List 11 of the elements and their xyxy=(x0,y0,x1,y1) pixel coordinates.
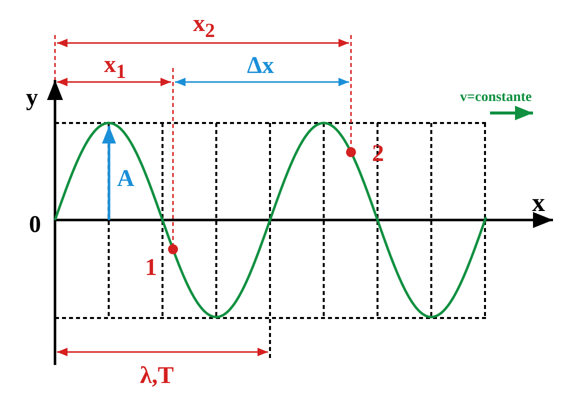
velocity-label: v=constante xyxy=(460,91,532,105)
axis-label: x xyxy=(532,190,545,216)
origin-label: 0 xyxy=(29,213,41,237)
dimension-label: x$_{1}$ xyxy=(104,53,126,82)
point-label: 2 xyxy=(372,142,384,166)
dimension-label: Δx xyxy=(247,54,274,78)
dimension-label: x$_{2}$ xyxy=(193,12,215,41)
amplitude-label: A xyxy=(117,167,134,191)
dimension-label: λ,T xyxy=(140,364,174,388)
axis-label: y xyxy=(26,86,38,110)
point-label: 1 xyxy=(145,256,157,280)
